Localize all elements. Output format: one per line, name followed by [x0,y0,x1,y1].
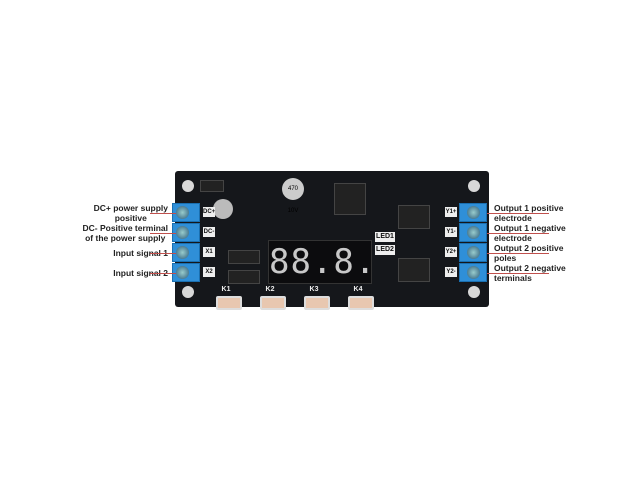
annotation-line2: electrode [494,213,532,223]
optocoupler [228,250,260,264]
leader-line [487,253,549,254]
mount-hole [182,180,194,192]
pin-label: X1 [203,247,215,257]
optocoupler [228,270,260,284]
mount-hole [468,180,480,192]
led2-label: LED2 [375,245,395,255]
component [200,180,224,192]
annotation-line1: Input signal 1 [113,248,168,258]
leader-line [150,213,176,214]
left-annotation: Input signal 1 [113,248,168,258]
mosfet [398,258,430,282]
leader-line [150,253,176,254]
pin-label: Y2- [445,267,457,277]
leader-line [150,233,176,234]
left-annotation: Input signal 2 [113,268,168,278]
annotation-line1: Output 1 positive [494,203,564,213]
mount-hole [182,286,194,298]
screw-icon[interactable] [176,206,189,219]
screw-icon[interactable] [467,206,480,219]
pin-label: Y1+ [445,207,457,217]
pin-label: DC+ [203,207,216,217]
screw-icon[interactable] [467,246,480,259]
push-button-k1[interactable] [216,296,242,310]
capacitor [213,199,233,219]
annotation-line2: poles [494,253,517,263]
pin-label: X2 [203,267,215,277]
capacitor-470uf: 470 10V [282,178,304,214]
push-button-k2[interactable] [260,296,286,310]
annotation-line2: terminals [494,273,532,283]
screw-icon[interactable] [467,266,480,279]
annotation-line1: Input signal 2 [113,268,168,278]
mosfet [398,205,430,229]
button-label: K3 [309,286,319,293]
annotation-line1: DC+ power supply [93,203,168,213]
mount-hole [468,286,480,298]
push-button-k3[interactable] [304,296,330,310]
annotation-line2: positive [114,213,147,223]
screw-icon[interactable] [467,226,480,239]
leader-line [487,233,549,234]
display-digits: 88.8. [269,242,377,282]
leader-line [487,213,549,214]
annotation-line1: Output 1 negative [494,223,566,233]
push-button-k4[interactable] [348,296,374,310]
annotation-line1: Output 2 positive [494,243,564,253]
pin-label: DC- [203,227,215,237]
annotation-line1: Output 2 negative [494,263,566,273]
annotation-line1: DC- Positive terminal [82,223,169,233]
screw-icon[interactable] [176,226,189,239]
pin-label: Y2+ [445,247,457,257]
pin-label: Y1- [445,227,457,237]
screw-icon[interactable] [176,246,189,259]
button-label: K2 [265,286,275,293]
microcontroller-chip [334,183,366,215]
leader-line [150,273,176,274]
button-label: K1 [221,286,231,293]
led1-label: LED1 [375,232,395,242]
relay-board [175,171,489,307]
annotation-line2: electrode [494,233,532,243]
screw-icon[interactable] [176,266,189,279]
leader-line [487,273,549,274]
seven-segment-display: 88.8. [268,240,377,284]
annotation-line2: of the power supply [85,233,166,243]
button-label: K4 [353,286,363,293]
